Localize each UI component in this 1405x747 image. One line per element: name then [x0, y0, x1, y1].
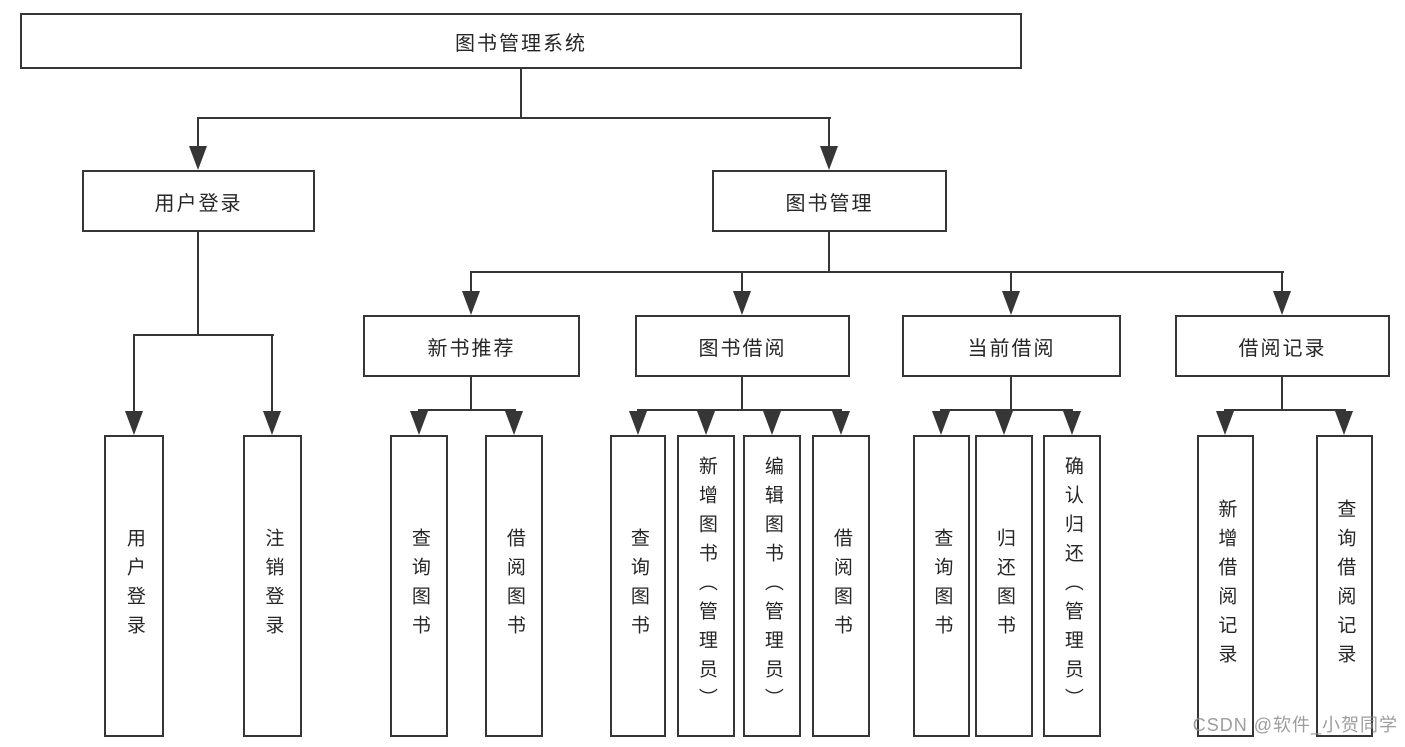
leaf-confirm-return-admin-label: 确认归还（管理员） [1061, 455, 1083, 717]
connector-line-v [1281, 377, 1283, 410]
leaf-user-login-label: 用户登录 [123, 528, 145, 644]
connector-line-v [741, 272, 743, 294]
connector-line-v [828, 232, 830, 272]
arrowhead-down-icon [1216, 411, 1234, 435]
connector-line-v [741, 377, 743, 410]
leaf-query-books-borrowing: 查询图书 [610, 435, 666, 737]
leaf-query-books-current: 查询图书 [913, 435, 970, 737]
node-borrow-records-label: 借阅记录 [1238, 337, 1327, 360]
arrowhead-down-icon [410, 411, 428, 435]
arrowhead-down-icon [629, 411, 647, 435]
leaf-add-book-admin: 新增图书（管理员） [677, 435, 735, 737]
leaf-query-borrow-record: 查询借阅记录 [1316, 435, 1373, 737]
connector-line-v [470, 272, 472, 294]
csdn-watermark: CSDN @软件_小贺同学 [1192, 715, 1398, 735]
node-current-borrowing: 当前借阅 [902, 315, 1121, 377]
leaf-query-books-borrowing-label: 查询图书 [627, 528, 649, 644]
node-new-book-recommend: 新书推荐 [363, 315, 580, 377]
arrowhead-down-icon [995, 411, 1013, 435]
arrowhead-down-icon [462, 291, 480, 315]
arrowhead-down-icon [263, 411, 281, 435]
arrowhead-down-icon [189, 146, 207, 170]
node-current-borrowing-label: 当前借阅 [967, 337, 1056, 360]
node-borrow-records: 借阅记录 [1175, 315, 1390, 377]
connector-line-v [1281, 272, 1283, 294]
leaf-add-borrow-record: 新增借阅记录 [1197, 435, 1254, 737]
connector-line-v [1010, 272, 1012, 294]
arrowhead-down-icon [932, 411, 950, 435]
leaf-add-borrow-record-label: 新增借阅记录 [1215, 499, 1237, 673]
leaf-return-book: 归还图书 [975, 435, 1033, 737]
leaf-borrow-books-recommend-label: 借阅图书 [503, 528, 525, 644]
connector-line-h [197, 117, 831, 119]
leaf-return-book-label: 归还图书 [993, 528, 1015, 644]
node-user-login: 用户登录 [82, 170, 315, 232]
leaf-edit-book-admin: 编辑图书（管理员） [743, 435, 801, 737]
node-root-label: 图书管理系统 [455, 32, 587, 55]
leaf-borrow-books-borrowing-label: 借阅图书 [830, 528, 852, 644]
node-book-borrowing-label: 图书借阅 [698, 337, 787, 360]
connector-line-v [520, 69, 522, 118]
leaf-borrow-books-borrowing: 借阅图书 [812, 435, 870, 737]
node-book-management: 图书管理 [712, 170, 947, 232]
connector-line-v [470, 377, 472, 410]
leaf-logout-label: 注销登录 [262, 528, 284, 644]
connector-line-h [940, 409, 1073, 411]
connector-line-v [828, 118, 830, 148]
node-root: 图书管理系统 [20, 13, 1022, 69]
node-book-borrowing: 图书借阅 [635, 315, 850, 377]
connector-line-v [133, 335, 135, 413]
leaf-logout: 注销登录 [243, 435, 302, 737]
arrowhead-down-icon [763, 411, 781, 435]
arrowhead-down-icon [505, 411, 523, 435]
leaf-confirm-return-admin: 确认归还（管理员） [1043, 435, 1101, 737]
leaf-query-books-recommend: 查询图书 [390, 435, 448, 737]
node-book-management-label: 图书管理 [785, 192, 874, 215]
leaf-user-login: 用户登录 [104, 435, 164, 737]
connector-line-h [637, 409, 842, 411]
leaf-borrow-books-recommend: 借阅图书 [485, 435, 543, 737]
leaf-add-book-admin-label: 新增图书（管理员） [695, 455, 717, 717]
arrowhead-down-icon [832, 411, 850, 435]
leaf-edit-book-admin-label: 编辑图书（管理员） [761, 455, 783, 717]
arrowhead-down-icon [1063, 411, 1081, 435]
arrowhead-down-icon [1002, 291, 1020, 315]
connector-line-h [1224, 409, 1346, 411]
connector-line-v [197, 118, 199, 148]
arrowhead-down-icon [125, 411, 143, 435]
arrowhead-down-icon [1273, 291, 1291, 315]
connector-line-v [197, 232, 199, 335]
leaf-query-books-recommend-label: 查询图书 [408, 528, 430, 644]
connector-line-v [271, 335, 273, 413]
node-user-login-label: 用户登录 [154, 192, 243, 215]
arrowhead-down-icon [1335, 411, 1353, 435]
connector-line-h [133, 334, 274, 336]
arrowhead-down-icon [697, 411, 715, 435]
arrowhead-down-icon [820, 146, 838, 170]
arrowhead-down-icon [733, 291, 751, 315]
leaf-query-books-current-label: 查询图书 [931, 528, 953, 644]
leaf-query-borrow-record-label: 查询借阅记录 [1334, 499, 1356, 673]
node-new-book-recommend-label: 新书推荐 [427, 337, 516, 360]
connector-line-v [1010, 377, 1012, 410]
connector-line-h [418, 409, 516, 411]
connector-line-h [470, 271, 1284, 273]
